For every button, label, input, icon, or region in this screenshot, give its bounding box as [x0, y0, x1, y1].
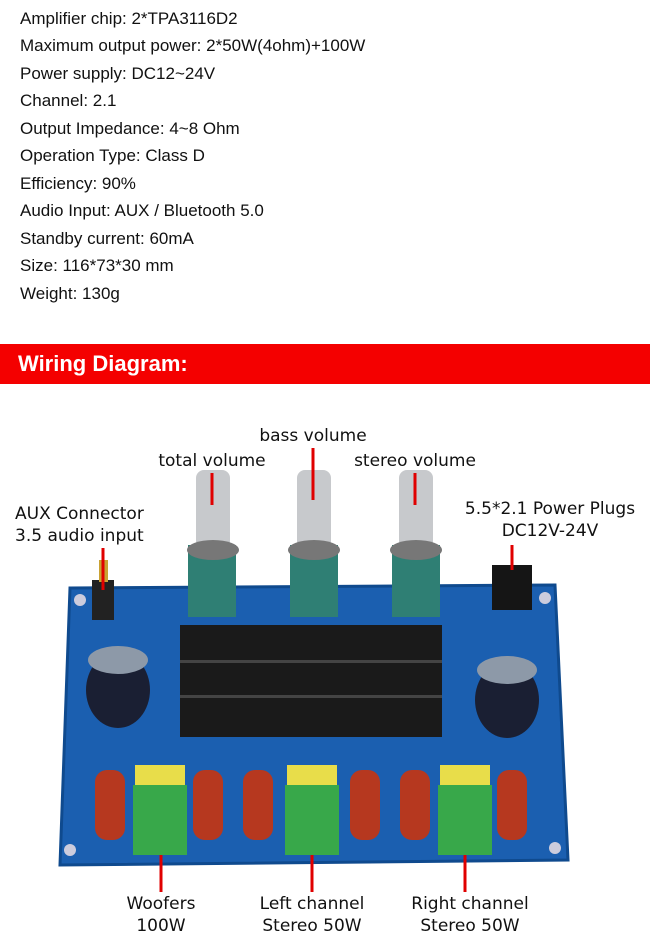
aux-line1: AUX Connector — [15, 504, 144, 524]
inductors — [95, 770, 527, 840]
knob-stereo-volume — [390, 470, 442, 617]
label-right-channel: Right channel Stereo 50W — [390, 893, 550, 937]
terminal-woofers — [133, 765, 187, 855]
spec-efficiency: Efficiency: 90% — [20, 174, 136, 193]
pointer-lines — [101, 448, 514, 892]
knob-total-volume — [187, 470, 239, 617]
spec-power-supply: Power supply: DC12~24V — [20, 64, 216, 83]
woofers-line2: 100W — [136, 916, 186, 936]
spec-audio-input: Audio Input: AUX / Bluetooth 5.0 — [20, 201, 264, 220]
left-line1: Left channel — [259, 894, 365, 914]
aux-jack — [92, 580, 114, 620]
mount-hole — [539, 592, 551, 604]
section-title: Wiring Diagram: — [18, 351, 188, 376]
mount-hole — [64, 844, 76, 856]
aux-line2: 3.5 audio input — [15, 526, 144, 546]
label-stereo-volume: stereo volume — [354, 451, 476, 471]
spec-weight: Weight: 130g — [20, 284, 120, 303]
mount-hole — [549, 842, 561, 854]
right-line1: Right channel — [411, 894, 529, 914]
woofers-line1: Woofers — [126, 894, 196, 914]
label-left-channel: Left channel Stereo 50W — [237, 893, 387, 937]
label-total-volume: total volume — [158, 451, 266, 471]
spec-standby-current: Standby current: 60mA — [20, 229, 194, 248]
knob-bass-volume — [288, 470, 340, 617]
section-banner: Wiring Diagram: — [0, 344, 650, 384]
left-line2: Stereo 50W — [262, 916, 362, 936]
spec-impedance: Output Impedance: 4~8 Ohm — [20, 119, 240, 138]
spec-max-output: Maximum output power: 2*50W(4ohm)+100W — [20, 36, 366, 55]
right-line2: Stereo 50W — [420, 916, 520, 936]
spec-size: Size: 116*73*30 mm — [20, 256, 174, 275]
spec-channel: Channel: 2.1 — [20, 91, 117, 110]
label-aux-connector: AUX Connector 3.5 audio input — [15, 503, 165, 547]
power-line1: 5.5*2.1 Power Plugs — [464, 499, 636, 519]
terminal-right — [438, 765, 492, 855]
label-woofers: Woofers 100W — [101, 893, 221, 937]
label-power-plug: 5.5*2.1 Power Plugs DC12V-24V — [455, 498, 645, 542]
spec-operation-type: Operation Type: Class D — [20, 146, 205, 165]
spec-amplifier-chip: Amplifier chip: 2*TPA3116D2 — [20, 9, 238, 28]
terminal-left — [285, 765, 339, 855]
power-jack — [492, 565, 532, 610]
heatsink — [180, 625, 442, 737]
power-line2: DC12V-24V — [501, 521, 599, 541]
mount-hole — [74, 594, 86, 606]
label-bass-volume: bass volume — [259, 426, 367, 446]
